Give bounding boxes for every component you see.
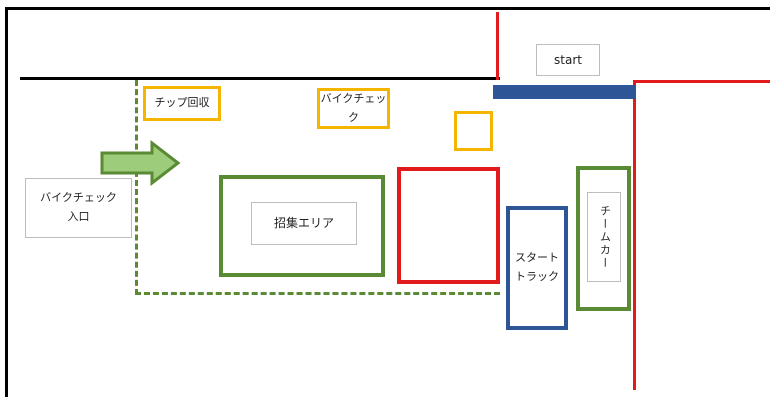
start-label: start (536, 44, 600, 76)
team-car-label: チームカー (598, 204, 612, 270)
assembly-area-outline (219, 175, 385, 277)
red-line-right-vertical (633, 83, 636, 390)
red-line-right-horizontal (633, 80, 770, 83)
bike-check-label: バイクチェック (320, 91, 387, 124)
red-zone-box (397, 167, 500, 284)
chip-collection-label: チップ回収 (154, 96, 210, 110)
small-yellow-box (454, 111, 493, 151)
bike-check-box: バイクチェック (317, 88, 390, 129)
entry-arrow-icon (100, 140, 181, 186)
chip-collection-box: チップ回収 (143, 86, 221, 121)
red-line-top (496, 12, 499, 80)
start-line-bar (493, 85, 636, 99)
start-track-line1: スタート (515, 251, 559, 265)
road-edge-line (20, 77, 500, 80)
bike-check-entrance-line1: バイクチェック (40, 191, 117, 205)
venue-boundary (5, 7, 770, 397)
start-track-box: スタート トラック (506, 206, 568, 330)
team-car-outline (576, 166, 631, 311)
bike-check-entrance-box: バイクチェック 入口 (25, 178, 132, 238)
assembly-area-label: 招集エリア (251, 202, 357, 245)
dashed-zone-bottom-edge (135, 292, 500, 295)
bike-check-entrance-line2: 入口 (67, 210, 90, 223)
team-car-label-box: チームカー (587, 192, 621, 282)
dashed-zone-left-edge (135, 80, 138, 295)
start-track-line2: トラック (515, 270, 559, 283)
